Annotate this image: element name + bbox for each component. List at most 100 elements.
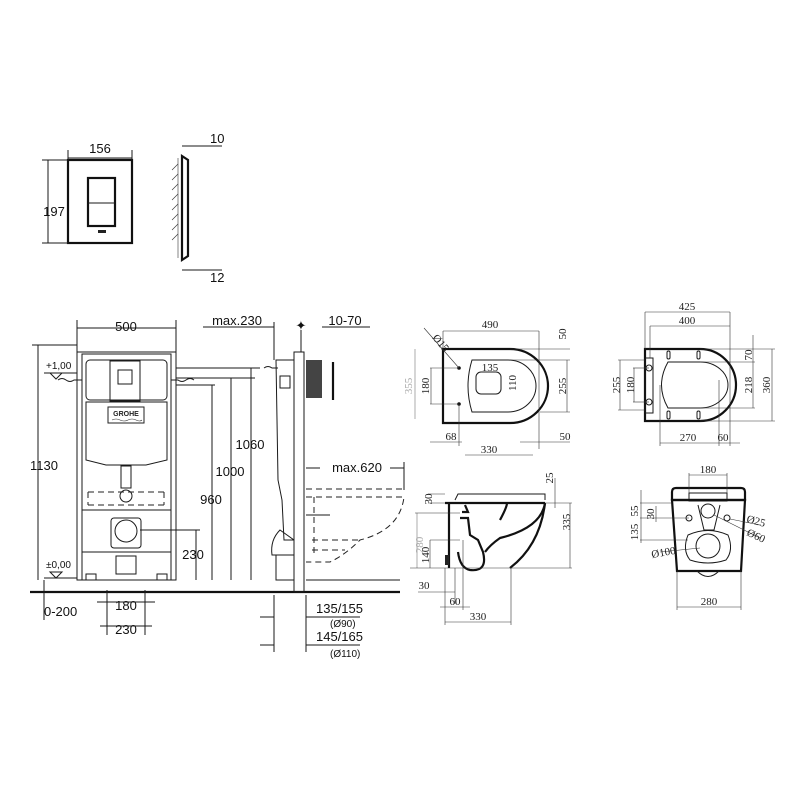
bowl-outline: [441, 347, 550, 425]
seat-front: [670, 486, 747, 502]
dim-10-70: 10-70: [328, 313, 361, 328]
level-top: +1,00: [46, 361, 72, 372]
dim-140: 140: [420, 546, 432, 563]
dim-145-165: 145/165: [316, 629, 363, 644]
plate-logo-mark: [98, 230, 106, 233]
dim-180-mount: 180: [420, 377, 432, 394]
water-inlet-side-icon: [263, 366, 278, 369]
dim-500: 500: [115, 319, 137, 334]
axis-marker-icon: ✦: [296, 318, 307, 333]
flush-pipe: [120, 465, 132, 489]
dim-180-front: 180: [115, 598, 137, 613]
dim-1000: 1000: [216, 464, 245, 479]
dim-255-seat: 255: [611, 376, 623, 393]
dim-max-620: max.620: [332, 460, 382, 475]
cistern-side: [275, 359, 295, 541]
dim-12: 12: [210, 270, 224, 285]
flush-plate-outline: [66, 158, 134, 245]
dim-255-top: 255: [557, 377, 569, 394]
outlet-100: [695, 533, 721, 559]
dim-30-top: 30: [423, 493, 435, 505]
inlet-60: [700, 503, 716, 519]
dim-960: 960: [200, 492, 222, 507]
waste-bend: [271, 529, 295, 556]
dim-70: 70: [743, 349, 755, 361]
toilet-front-view: 180 55 30 135 Ø25 Ø60 Ø100 280: [629, 464, 767, 610]
dim-60-width: 60: [450, 596, 462, 608]
flush-plate-side-view: 10 12: [171, 131, 224, 285]
toilet-top-view: 490 Ø15 50 255 135 110 180 355 68 50 330: [403, 319, 571, 456]
bowl-inner: [467, 359, 537, 413]
frame-upright: [293, 351, 305, 593]
dim-230-width: 230: [115, 622, 137, 637]
dim-330-side: 330: [470, 611, 487, 623]
dim-230-height: 230: [182, 547, 204, 562]
bowl-outlet: [475, 371, 502, 395]
dim-425: 425: [679, 301, 696, 313]
dim-335: 335: [561, 513, 573, 530]
flush-plate-module: [306, 360, 322, 398]
dim-218: 218: [743, 376, 755, 393]
dim-400: 400: [679, 315, 696, 327]
dim-280-front: 280: [701, 596, 718, 608]
level-floor-marker-icon: [48, 571, 64, 579]
flush-button: [86, 176, 117, 228]
dim-135-front: 135: [629, 523, 641, 540]
level-floor: ±0,00: [46, 560, 71, 571]
dim-60-seat: 60: [718, 432, 730, 444]
frame-side-view: max.230 ✦ 10-70 max.620 135/155 (Ø90) 14…: [203, 313, 405, 660]
bowl-trap: [456, 504, 486, 572]
toilet-body-front: [670, 498, 747, 573]
dim-hole-15: Ø15: [430, 332, 452, 355]
dim-25-seat: 25: [544, 472, 556, 484]
seat-top-view: 425 400 70 218 360 255 180 270 60: [611, 301, 775, 446]
toilet-side-section: 30 25 335 280 140 30 60 330: [410, 472, 573, 625]
dim-360: 360: [761, 376, 773, 393]
dim-50-bottom: 50: [560, 431, 572, 443]
seat-opening: [661, 361, 729, 409]
waste-elbow: [115, 555, 137, 575]
dim-110-inner: 110: [507, 374, 519, 391]
dim-pipe-110: (Ø110): [330, 649, 360, 660]
dim-180-seat: 180: [625, 376, 637, 393]
dim-0-200: 0-200: [44, 604, 77, 619]
dim-197: 197: [43, 204, 65, 219]
cistern-opening: [109, 360, 141, 402]
seat-outline: [643, 347, 738, 423]
wall-hatching: [171, 163, 179, 241]
dim-10: 10: [210, 131, 224, 146]
flush-plate-front-view: 156 197: [42, 141, 134, 245]
water-inlet-right-icon: [171, 378, 195, 382]
dim-135-155: 135/155: [316, 601, 363, 616]
waste-connector: [110, 517, 142, 549]
dim-68: 68: [446, 431, 458, 443]
cistern-body: [85, 401, 168, 466]
dim-1060: 1060: [236, 437, 265, 452]
dim-dia-100: Ø100: [650, 545, 677, 561]
wall-hung-toilet-outline: [306, 488, 405, 563]
frame-front-view: 500 GROHE 1130 +1,00 ±0,00: [30, 319, 400, 637]
dim-330-top: 330: [481, 444, 498, 456]
dim-30-front: 30: [645, 508, 657, 520]
level-top-marker-icon: [48, 372, 64, 380]
grohe-logo-text: GROHE: [113, 411, 139, 418]
water-inlet-left-icon: [57, 378, 82, 382]
dim-dia-25: Ø25: [745, 513, 767, 530]
dim-1130: 1130: [30, 458, 58, 473]
cistern-top: [85, 359, 168, 401]
dim-max-230: max.230: [212, 313, 262, 328]
dim-270: 270: [680, 432, 697, 444]
dim-490: 490: [482, 319, 499, 331]
seat-hinge: [644, 357, 654, 414]
dim-280-faded: 280: [414, 536, 426, 553]
dim-dia-60: Ø60: [745, 527, 768, 546]
dim-156: 156: [89, 141, 111, 156]
seat-lid: [454, 493, 546, 501]
dim-50-top: 50: [557, 328, 569, 340]
dim-355-faded: 355: [403, 377, 415, 394]
dim-135-inner: 135: [482, 362, 499, 374]
dim-30-width: 30: [419, 580, 431, 592]
plate-profile: [180, 153, 190, 263]
